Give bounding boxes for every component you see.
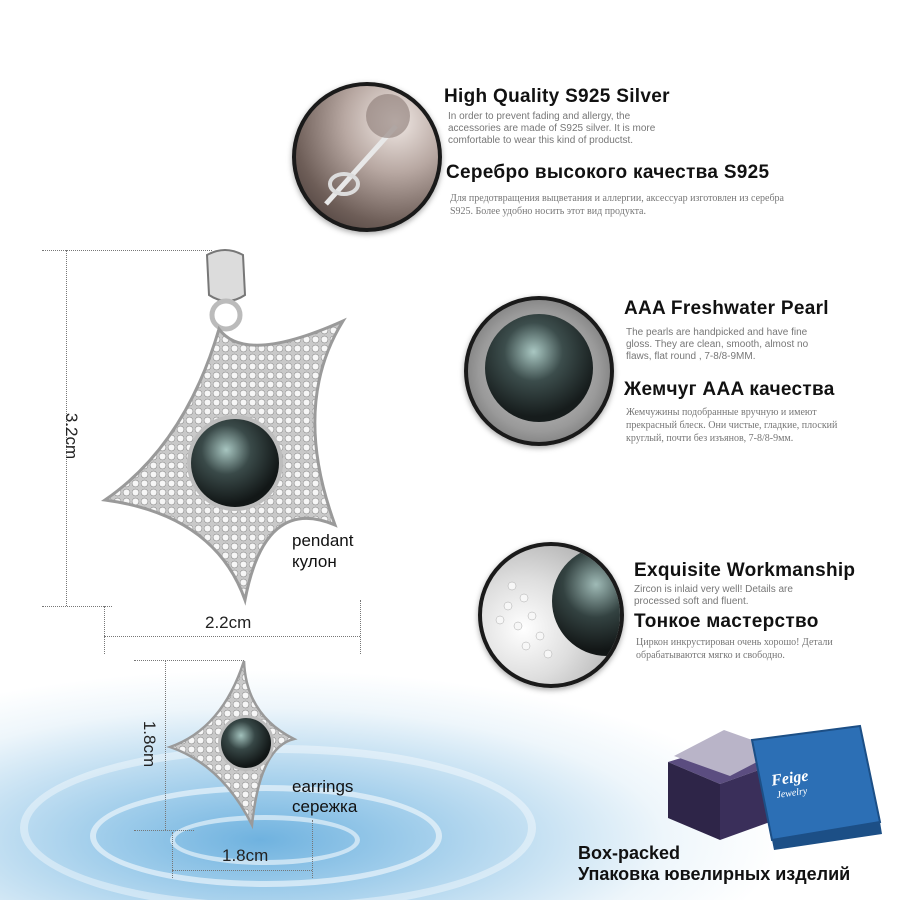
feature-title-en: AAA Freshwater Pearl bbox=[624, 298, 829, 319]
pendant-label-ru: кулон bbox=[292, 552, 337, 571]
dimension-guide bbox=[360, 600, 361, 654]
zircon-icon bbox=[495, 546, 620, 659]
pendant-height-label: 3.2cm bbox=[62, 412, 82, 460]
zircon-detail-photo bbox=[478, 542, 624, 688]
box-label-en: Box-packed bbox=[578, 843, 681, 863]
feature-title-en: High Quality S925 Silver bbox=[444, 86, 670, 107]
dimension-guide bbox=[42, 606, 112, 607]
dimension-guide bbox=[172, 832, 173, 878]
feature-title-ru: Серебро высокого качества S925 bbox=[446, 162, 770, 183]
box-label-ru: Упаковка ювелирных изделий bbox=[578, 864, 851, 884]
dimension-guide bbox=[134, 830, 194, 831]
pendant-width-label: 2.2cm bbox=[205, 613, 252, 632]
feature-desc-en: The pearls are handpicked and have fine … bbox=[626, 327, 809, 362]
dimension-guide bbox=[66, 250, 67, 606]
dimension-guide bbox=[312, 820, 313, 878]
feature-title-ru: Жемчуг AAA качества bbox=[624, 379, 835, 400]
earring-width-label: 1.8cm bbox=[222, 846, 269, 865]
pearl-detail-photo bbox=[464, 296, 614, 446]
feature-desc-ru: Циркон инкрустирован очень хорошо! Детал… bbox=[636, 637, 833, 661]
feature-title-en: Exquisite Workmanship bbox=[634, 560, 856, 581]
dimension-guide bbox=[42, 250, 212, 251]
dimension-guide bbox=[165, 660, 166, 830]
feature-title-ru: Тонкое мастерство bbox=[634, 611, 819, 632]
feature-desc-ru: Для предотвращения выцветания и аллергии… bbox=[450, 193, 784, 217]
dimension-guide bbox=[134, 660, 244, 661]
gift-box-brand: Feige Jewelry bbox=[770, 768, 811, 802]
dimension-guide bbox=[172, 870, 312, 871]
silver-detail-photo bbox=[292, 82, 442, 232]
earring-label-en: earrings bbox=[292, 777, 354, 796]
feature-desc-ru: Жемчужины подобранные вручную и имеют пр… bbox=[626, 407, 838, 444]
earring-height-label: 1.8cm bbox=[140, 720, 160, 768]
earring-label-ru: сережка bbox=[292, 797, 358, 816]
pearl-icon bbox=[485, 314, 593, 422]
gift-box-image bbox=[668, 724, 882, 850]
dimension-guide bbox=[104, 606, 105, 654]
dimension-guide bbox=[104, 636, 360, 637]
pendant-label-en: pendant bbox=[292, 531, 354, 550]
pendant-image bbox=[100, 249, 347, 606]
feature-desc-en: Zircon is inlaid very well! Details are … bbox=[634, 584, 793, 607]
ear-post-icon bbox=[324, 94, 410, 206]
feature-desc-en: In order to prevent fading and allergy, … bbox=[448, 111, 656, 146]
earring-image bbox=[166, 660, 298, 830]
